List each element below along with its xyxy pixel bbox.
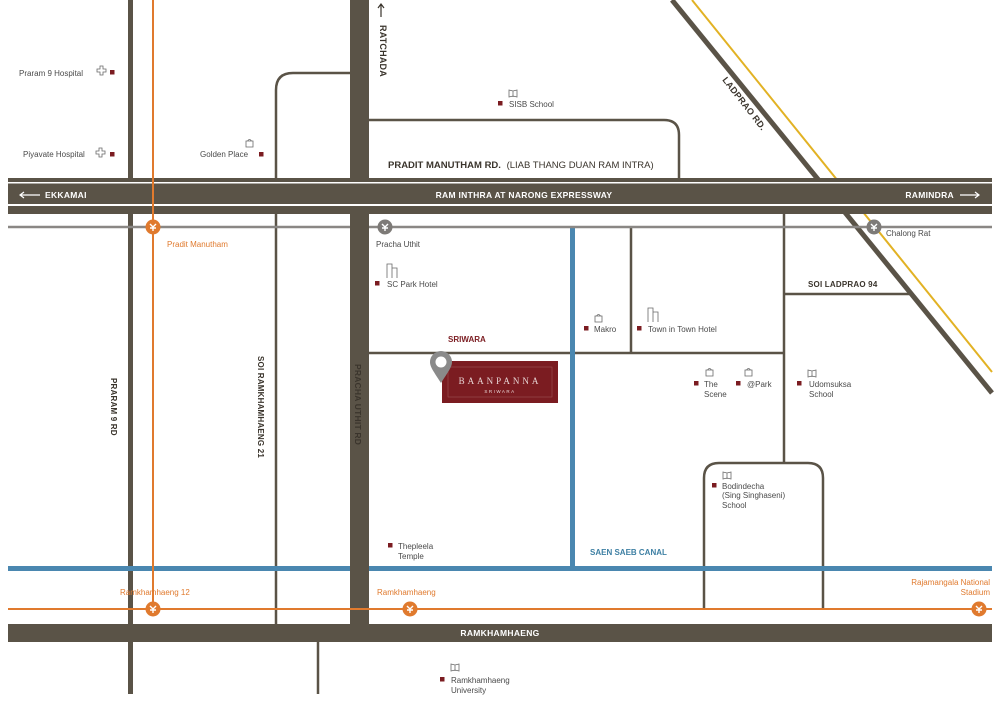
arrow-left-icon (19, 191, 40, 199)
orange-rail-line (8, 0, 992, 610)
place-praram9-hospital: Praram 9 Hospital (19, 65, 115, 78)
ramkhamhaeng12-station-label: Ramkhamhaeng 12 (120, 588, 190, 597)
project-name: BAANPANNA (459, 376, 542, 386)
book-icon (508, 89, 518, 98)
shopping-bag-icon (594, 314, 603, 323)
saen-saeb-canal (8, 228, 992, 571)
sriwara-road-label: SRIWARA (448, 335, 486, 344)
building-icon (386, 263, 398, 278)
pracha-uthit-station-label: Pracha Uthit (376, 240, 421, 249)
station-ramkhamhaeng-icon (401, 600, 419, 618)
svg-text:SC Park Hotel: SC Park Hotel (387, 280, 438, 289)
place-town-in-town: Town in Town Hotel (637, 307, 717, 334)
chalong-rat-station-label: Chalong Rat (886, 229, 931, 238)
hospital-cross-icon (96, 65, 107, 76)
place-golden-place: Golden Place (200, 139, 264, 159)
praram9-road (128, 0, 133, 694)
expressway-label: RAM INTHRA AT NARONG EXPRESSWAY (436, 190, 613, 200)
place-makro: Makro (584, 314, 617, 334)
svg-text:Bodindecha(Sing Singhaseni)Sch: Bodindecha(Sing Singhaseni)School (722, 482, 785, 510)
shopping-bag-icon (744, 368, 753, 377)
soi-ladprao-94-label: SOI LADPRAO 94 (808, 280, 878, 289)
svg-text:Praram 9 Hospital: Praram 9 Hospital (19, 69, 83, 78)
svg-text:@Park: @Park (747, 380, 773, 389)
svg-text:SISB School: SISB School (509, 100, 554, 109)
saen-saeb-canal-label: SAEN SAEB CANAL (590, 548, 667, 557)
place-sc-park-hotel: SC Park Hotel (375, 263, 438, 289)
station-pradit-manutham-icon (144, 218, 162, 236)
praram9-road-label: PRARAM 9 RD (109, 378, 118, 436)
book-icon (722, 471, 732, 480)
svg-text:Makro: Makro (594, 325, 617, 334)
book-icon (450, 663, 460, 672)
svg-text:Golden Place: Golden Place (200, 150, 249, 159)
station-rajamangala-icon (970, 600, 988, 618)
place-sisb-school: SISB School (498, 89, 554, 109)
pradit-manutham-road-label: PRADIT MANUTHAM RD. (LIAB THANG DUAN RAM… (388, 160, 654, 171)
expressway (8, 178, 992, 214)
shopping-bag-icon (705, 368, 714, 377)
ramkhamhaeng-station-label: Ramkhamhaeng (377, 588, 436, 597)
building-icon (647, 307, 659, 322)
station-pracha-uthit-icon (376, 218, 394, 236)
hospital-cross-icon (95, 147, 106, 158)
soi-ramkhamhaeng21-label: SOI RAMKHAMHAENG 21 (256, 356, 265, 458)
ramkhamhaeng-road-label: RAMKHAMHAENG (460, 628, 539, 638)
arrow-up-icon (377, 3, 385, 17)
project-sub: SRIWARA (484, 389, 515, 394)
place-bodindecha-school: Bodindecha(Sing Singhaseni)School (712, 471, 785, 510)
book-icon (807, 369, 817, 378)
ladprao-label: LADPRAO RD. (720, 75, 768, 132)
arrow-right-icon (960, 191, 980, 199)
location-pin-icon (430, 351, 452, 383)
pracha-uthit-road-label: PRACHA UTHIT RD (353, 364, 363, 445)
pracha-uthit-road (350, 0, 369, 625)
place-piyavate-hospital: Piyavate Hospital (23, 147, 115, 159)
station-ramkhamhaeng12-icon (144, 600, 162, 618)
svg-text:Town in Town Hotel: Town in Town Hotel (648, 325, 717, 334)
ramkhamhaeng-road (8, 624, 992, 642)
svg-text:Piyavate Hospital: Piyavate Hospital (23, 150, 85, 159)
ratchada-label: RATCHADA (378, 25, 388, 77)
project-baanpanna-box[interactable]: BAANPANNA SRIWARA (442, 361, 558, 403)
shopping-bag-icon (245, 139, 254, 148)
ramindra-label: RAMINDRA (905, 190, 954, 200)
place-at-park: @Park (736, 368, 773, 389)
pradit-manutham-station-label: Pradit Manutham (167, 240, 228, 249)
ekkamai-label: EKKAMAI (45, 190, 87, 200)
station-chalong-rat-icon (865, 218, 883, 236)
